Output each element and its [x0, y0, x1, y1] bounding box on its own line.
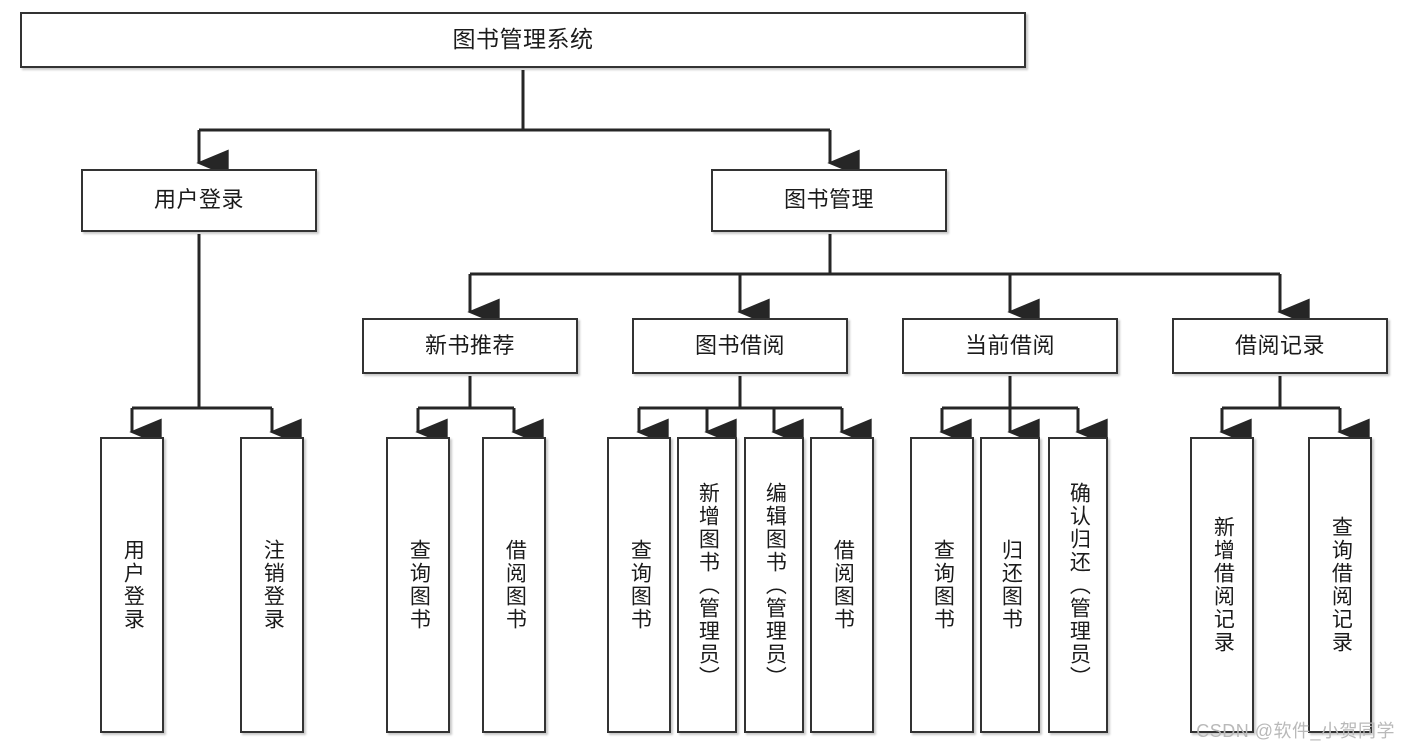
node-label: 图书管理	[783, 187, 874, 213]
node-label: 用户登录	[121, 539, 145, 631]
node-root-system[interactable]: 图书管理系统	[20, 12, 1026, 68]
leaf-confirm-return[interactable]: 确认归还（管理员）	[1048, 437, 1108, 733]
node-label: 当前借阅	[964, 332, 1055, 358]
node-label: 借阅图书	[831, 539, 855, 631]
node-label: 借阅图书	[503, 539, 527, 631]
leaf-borrow-book-2[interactable]: 借阅图书	[810, 437, 874, 733]
node-label: 查询图书	[407, 539, 431, 631]
leaf-user-login[interactable]: 用户登录	[100, 437, 164, 733]
leaf-add-record[interactable]: 新增借阅记录	[1190, 437, 1254, 733]
node-label: 查询图书	[628, 539, 652, 631]
node-new-book-recommend[interactable]: 新书推荐	[362, 318, 578, 374]
node-label: 编辑图书（管理员）	[763, 481, 787, 689]
node-current-borrow[interactable]: 当前借阅	[902, 318, 1118, 374]
node-label: 新增图书（管理员）	[696, 481, 720, 689]
leaf-query-book-1[interactable]: 查询图书	[386, 437, 450, 733]
leaf-borrow-book-1[interactable]: 借阅图书	[482, 437, 546, 733]
node-label: 查询图书	[931, 539, 955, 631]
leaf-query-book-3[interactable]: 查询图书	[910, 437, 974, 733]
leaf-edit-book[interactable]: 编辑图书（管理员）	[744, 437, 804, 733]
node-user-login[interactable]: 用户登录	[81, 169, 317, 232]
leaf-query-book-2[interactable]: 查询图书	[607, 437, 671, 733]
node-label: 图书管理系统	[452, 26, 594, 53]
node-label: 确认归还（管理员）	[1067, 481, 1091, 689]
node-label: 归还图书	[999, 539, 1023, 631]
node-label: 图书借阅	[694, 332, 785, 358]
node-book-borrow[interactable]: 图书借阅	[632, 318, 848, 374]
node-label: 用户登录	[153, 187, 244, 213]
node-label: 借阅记录	[1234, 332, 1325, 358]
node-label: 新增借阅记录	[1211, 516, 1235, 654]
node-label: 新书推荐	[424, 332, 515, 358]
node-label: 查询借阅记录	[1329, 516, 1353, 654]
node-label: 注销登录	[261, 539, 285, 631]
node-book-management[interactable]: 图书管理	[711, 169, 947, 232]
leaf-logout-login[interactable]: 注销登录	[240, 437, 304, 733]
leaf-return-book[interactable]: 归还图书	[980, 437, 1040, 733]
node-borrow-record[interactable]: 借阅记录	[1172, 318, 1388, 374]
leaf-add-book[interactable]: 新增图书（管理员）	[677, 437, 737, 733]
leaf-query-record[interactable]: 查询借阅记录	[1308, 437, 1372, 733]
